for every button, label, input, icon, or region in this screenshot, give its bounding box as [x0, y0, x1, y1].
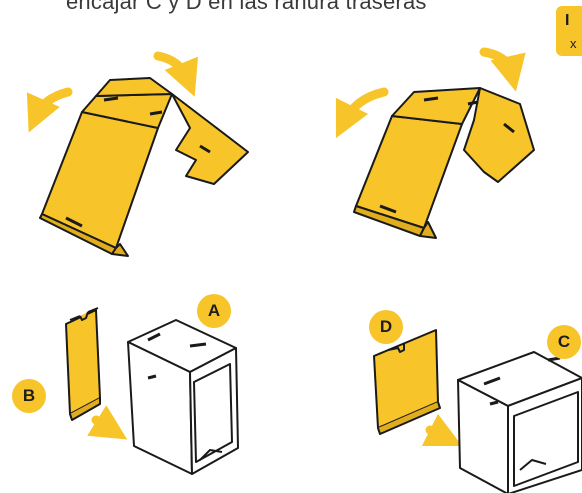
label-badge-d: D	[369, 310, 403, 344]
insert-arrow-b	[96, 420, 112, 430]
label-badge-c: C	[547, 325, 581, 359]
fold-step-piece-left	[40, 78, 248, 256]
box-outline-c	[458, 352, 582, 493]
insert-arrow-d	[430, 430, 446, 438]
panel-d-piece	[374, 330, 440, 434]
label-badge-b: B	[12, 379, 46, 413]
box-outline-a	[128, 320, 238, 474]
fold-step-piece-right	[354, 88, 534, 238]
panel-b-piece	[66, 308, 100, 420]
label-badge-a: A	[197, 294, 231, 328]
